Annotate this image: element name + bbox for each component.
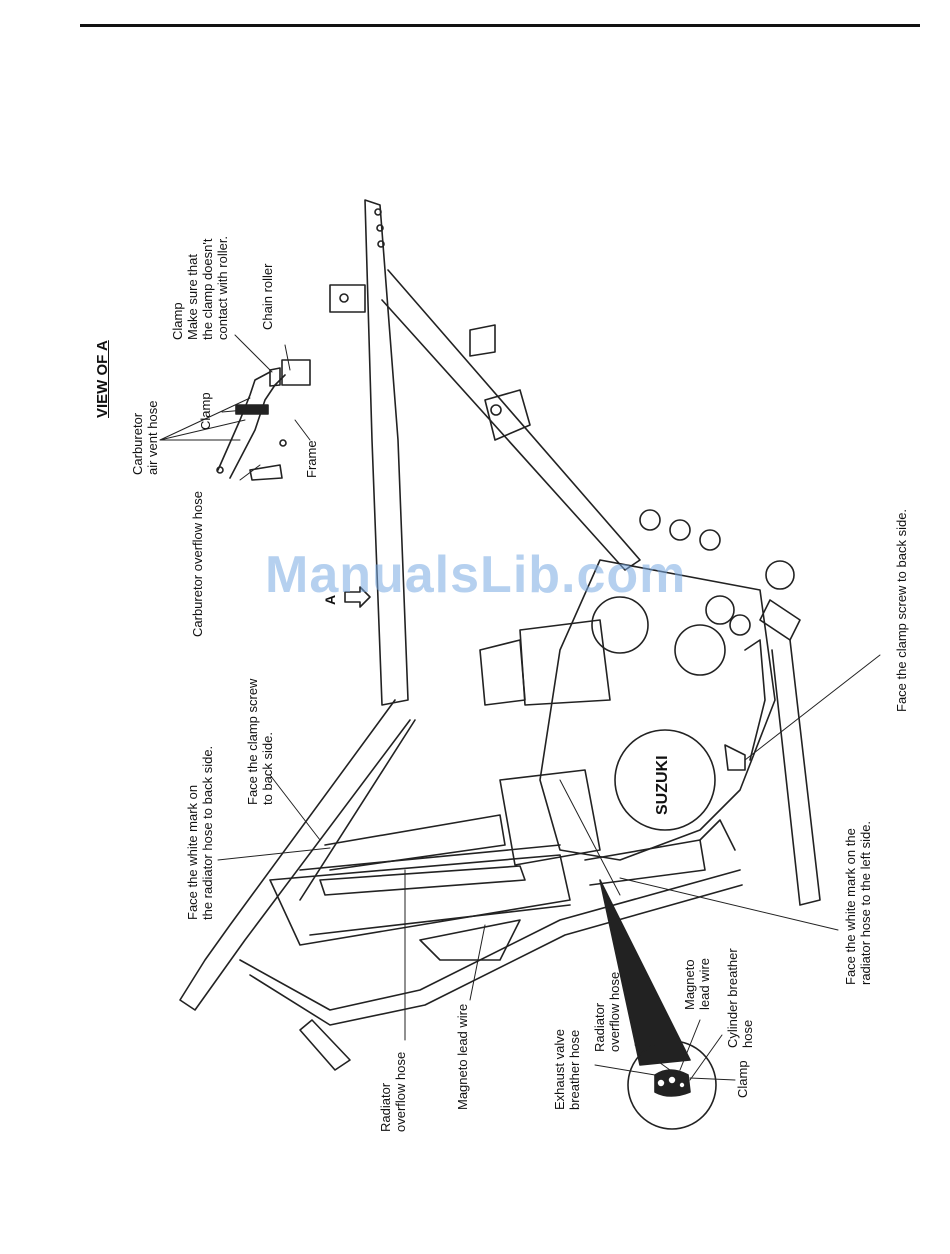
radiator-overflow-hose-detail-label: Radiator overflow hose bbox=[592, 971, 622, 1052]
view-a-detail bbox=[216, 359, 311, 481]
view-a-arrow bbox=[344, 586, 371, 608]
clamp-screw-back-right-label: Face the clamp screw to back side. bbox=[894, 508, 909, 712]
frame-outline bbox=[179, 199, 821, 1071]
top-rule bbox=[80, 24, 920, 27]
clamp-label-view: Clamp bbox=[198, 392, 213, 430]
carb-air-vent-hose-label: Carburetor air vent hose bbox=[130, 400, 160, 475]
radiator-overflow-hose-label: Radiator overflow hose bbox=[378, 1051, 408, 1132]
white-mark-back-label: Face the white mark on the radiator hose… bbox=[185, 745, 215, 920]
cylinder-breather-hose-label: Cylinder breather hose bbox=[725, 948, 755, 1048]
magneto-lead-wire-label: Magneto lead wire bbox=[455, 1003, 470, 1110]
carb-overflow-hose-label: Carburetor overflow hose bbox=[190, 491, 205, 637]
white-mark-left-label: Face the white mark on the radiator hose… bbox=[843, 820, 873, 985]
hose-cross-section-detail bbox=[559, 779, 717, 1130]
watermark: ManualsLib.com bbox=[265, 546, 687, 604]
exhaust-valve-breather-hose-label: Exhaust valve breather hose bbox=[552, 1029, 582, 1110]
clamp-screw-back-label: Face the clamp screw to back side. bbox=[245, 678, 275, 805]
clamp-detail-label: Clamp bbox=[735, 1060, 750, 1098]
frame-label: Frame bbox=[304, 440, 319, 478]
engine-brand-label: SUZUKI bbox=[654, 755, 671, 815]
view-marker-a: A bbox=[322, 594, 338, 605]
view-a-title: VIEW OF A bbox=[94, 340, 111, 418]
clamp-roller-label: Clamp Make sure that the clamp doesn't c… bbox=[170, 235, 230, 340]
chain-roller-label: Chain roller bbox=[260, 263, 275, 330]
magneto-lead-wire-detail-label: Magneto lead wire bbox=[682, 957, 712, 1010]
